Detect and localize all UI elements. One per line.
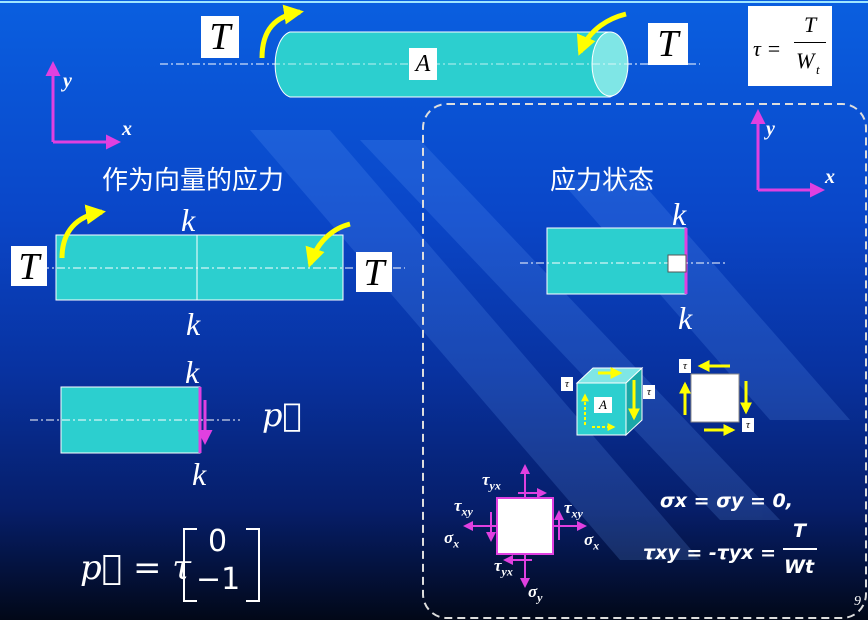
heading-stress-as-vector: 作为向量的应力 <box>102 166 285 196</box>
state-section-label-bottom: k <box>678 300 693 336</box>
label-tau-xy-right: τxy <box>564 498 583 521</box>
axis-y-label-left: y <box>63 70 72 92</box>
page-number: 9 <box>854 594 861 609</box>
label-sigma-x-left: σx <box>444 528 460 551</box>
cut-label-top: k <box>185 354 200 390</box>
label-tau-yx-top: τyx <box>482 470 501 493</box>
cube-tau-right: τ <box>643 385 655 399</box>
cube-tau-left: τ <box>561 377 573 391</box>
bar-torque-label-right: T <box>356 252 392 294</box>
label-sigma-y: σy <box>528 582 543 605</box>
heading-stress-state: 应力状态 <box>550 166 655 196</box>
axes-top-left <box>45 61 121 150</box>
cube-point-a: A <box>594 397 612 413</box>
p-vector-label: p⃗ <box>262 396 302 434</box>
torque-arrow-right <box>576 11 627 56</box>
axis-x-label-right: x <box>825 166 835 188</box>
result-formula-line2: τxy = -τyx = <box>643 542 777 564</box>
torque-label-top-left: T <box>201 16 239 58</box>
square-tau-bottom: τ <box>742 418 754 432</box>
label-tau-yx-bottom: τyx <box>494 556 513 579</box>
point-a-label: A <box>409 48 437 80</box>
formula-fraction-bar <box>794 42 826 43</box>
formula-lhs: τ = <box>753 36 782 61</box>
result-formula-line1: σx = σy = 0, <box>660 490 793 512</box>
result-numerator: T <box>793 520 806 542</box>
matrix-bracket-right <box>246 528 260 602</box>
bar-torque-arrow-left <box>59 204 106 259</box>
label-tau-xy-left: τxy <box>454 496 473 519</box>
label-sigma-x-right: σx <box>584 530 600 553</box>
top-cylinder <box>160 4 700 98</box>
cut-piece <box>30 386 240 454</box>
bar-torque-arrow-right <box>305 221 351 268</box>
axis-y-label-right: y <box>766 118 775 140</box>
state-section-label-top: k <box>672 196 687 232</box>
torque-label-top-right: T <box>648 23 688 65</box>
bar-torque-label-left: T <box>11 246 47 288</box>
formula-denominator: W <box>796 48 815 73</box>
square-tau-top: τ <box>679 359 691 373</box>
cut-label-bottom: k <box>192 456 207 492</box>
matrix-entry-1: 0 <box>208 524 228 559</box>
element-square <box>679 360 752 436</box>
element-point <box>667 254 687 273</box>
torque-arrow-left <box>259 4 304 59</box>
stress-element <box>463 464 587 588</box>
axis-x-label-left: x <box>122 118 132 140</box>
formula-denominator-sub: t <box>816 62 820 77</box>
p-formula-lhs: p⃗ = τ <box>80 548 192 588</box>
right-section <box>520 227 725 295</box>
axes-right <box>750 109 825 198</box>
matrix-bracket-left <box>183 528 197 602</box>
formula-numerator: T <box>804 12 817 37</box>
matrix-entry-2: −1 <box>196 562 241 597</box>
section-label-bottom: k <box>186 306 201 342</box>
section-label-top: k <box>181 202 196 238</box>
result-denominator: Wt <box>784 556 815 578</box>
middle-bar <box>25 204 405 301</box>
state-frame <box>422 103 867 619</box>
result-fraction-bar <box>783 548 817 550</box>
shear-formula-box: τ = T W t <box>748 6 832 86</box>
